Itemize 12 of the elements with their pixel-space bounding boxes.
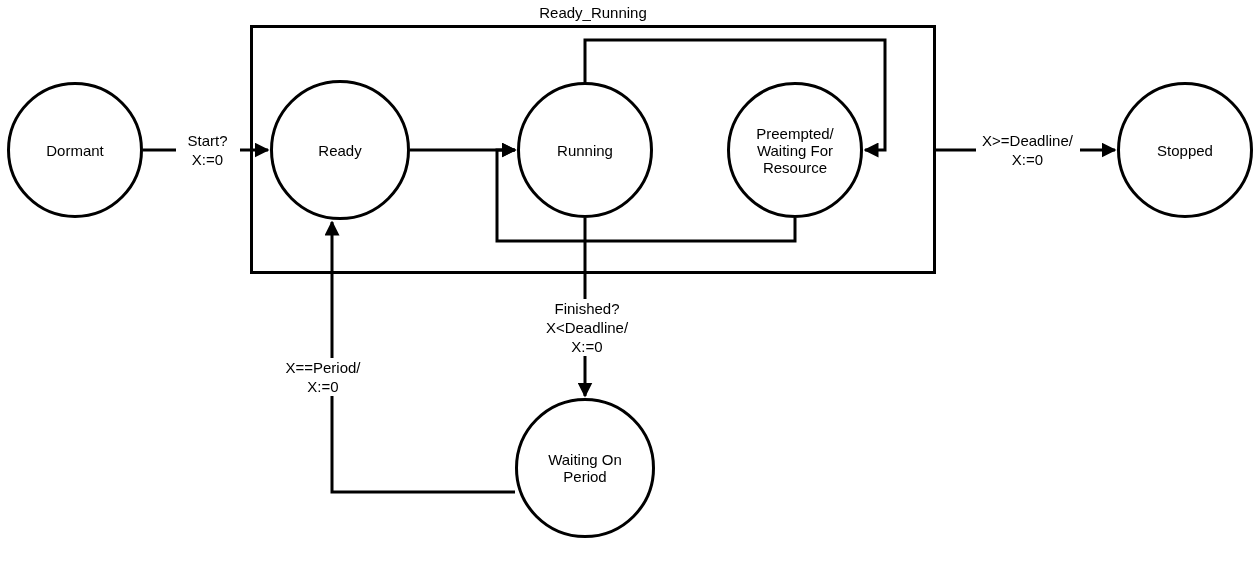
state-circle: Running (517, 82, 653, 218)
state-circle: Dormant (7, 82, 143, 218)
state-circle: Stopped (1117, 82, 1253, 218)
arrow (583, 38, 887, 158)
state-circle: Ready (270, 80, 410, 220)
state-circle: Preempted/ Waiting For Resource (727, 82, 863, 218)
arrow (143, 142, 270, 158)
state-circle: Waiting On Period (515, 398, 655, 538)
arrow (495, 142, 797, 243)
arrow (577, 218, 593, 398)
arrow (324, 220, 515, 494)
state-title: Ready_Running (539, 4, 647, 21)
